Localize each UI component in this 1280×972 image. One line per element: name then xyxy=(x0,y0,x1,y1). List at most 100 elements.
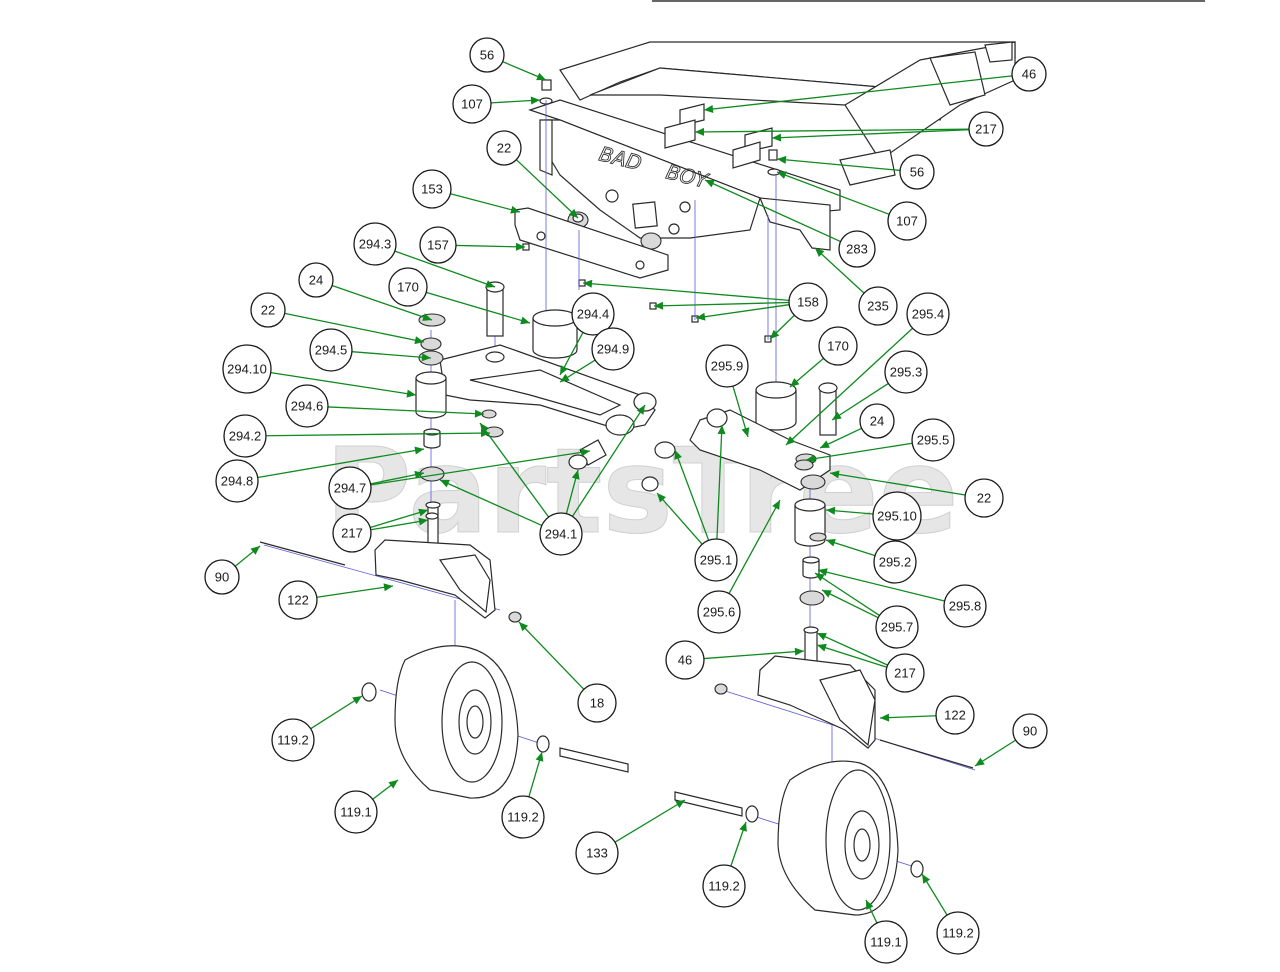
callout-circle xyxy=(388,267,428,307)
callout-circle xyxy=(452,84,492,124)
leader-line xyxy=(716,424,723,540)
callout-label: 170 xyxy=(397,280,419,295)
callout-294-6: 294.6 xyxy=(285,384,329,428)
callout-circle xyxy=(936,911,980,955)
leader-arrowhead xyxy=(510,205,520,214)
leader-arrowhead xyxy=(250,546,260,555)
leader-line xyxy=(771,129,970,139)
leader-arrowhead xyxy=(822,590,832,598)
leader-line xyxy=(816,644,888,668)
leader-arrowhead xyxy=(777,171,787,179)
leader-line xyxy=(515,159,579,219)
leader-line xyxy=(816,632,888,666)
leader-arrowhead xyxy=(560,365,568,375)
callout-circle xyxy=(309,328,353,372)
leader-arrowhead xyxy=(440,480,450,488)
leader-arrowhead xyxy=(480,423,489,433)
leader-arrowhead xyxy=(654,301,664,310)
leader-line xyxy=(316,585,394,598)
leader-arrowhead xyxy=(818,568,828,577)
leader-lines xyxy=(234,61,1017,924)
callout-circle xyxy=(204,559,240,595)
callout-294-1: 294.1 xyxy=(539,512,583,556)
leader-arrowhead xyxy=(414,446,424,455)
leader-line xyxy=(582,282,790,302)
leader-line xyxy=(327,406,485,415)
callout-circle xyxy=(964,478,1004,518)
leader-arrowhead xyxy=(739,822,747,832)
leader-arrowhead xyxy=(474,409,484,418)
callout-119-2: 119.2 xyxy=(501,795,545,839)
callout-22: 22 xyxy=(964,478,1004,518)
leader-arrowhead xyxy=(636,405,645,415)
callout-295-8: 295.8 xyxy=(943,584,987,628)
callout-label: 295.1 xyxy=(700,553,733,568)
leader-line xyxy=(656,492,703,545)
callout-circle xyxy=(884,350,928,394)
leader-line xyxy=(270,372,417,396)
leader-arrowhead xyxy=(922,874,931,884)
callout-294-9: 294.9 xyxy=(591,327,635,371)
callout-295-4: 295.4 xyxy=(906,292,950,336)
callout-circle xyxy=(539,512,583,556)
callout-circle xyxy=(859,403,895,439)
callout-label: 90 xyxy=(1023,724,1037,739)
leader-line xyxy=(817,569,945,602)
leader-arrowhead xyxy=(520,316,530,325)
leader-arrowhead xyxy=(806,454,816,463)
callout-170: 170 xyxy=(818,326,858,366)
callout-label: 24 xyxy=(870,414,884,429)
callout-label: 157 xyxy=(427,238,449,253)
callout-circle xyxy=(911,418,955,462)
callout-56: 56 xyxy=(899,154,935,190)
callout-label: 90 xyxy=(215,570,229,585)
callout-283: 283 xyxy=(838,230,876,268)
callout-label: 295.2 xyxy=(879,555,912,570)
leader-line xyxy=(426,291,531,324)
leader-line xyxy=(479,422,550,518)
leader-arrowhead xyxy=(772,500,780,510)
leader-line xyxy=(310,695,363,730)
callout-295-10: 295.10 xyxy=(872,491,922,541)
callout-158: 158 xyxy=(788,282,828,322)
callout-circle xyxy=(271,718,315,762)
leader-line xyxy=(614,799,686,843)
callout-circle xyxy=(887,201,927,241)
callout-label: 119.2 xyxy=(277,733,309,748)
callout-label: 295.9 xyxy=(711,359,744,374)
callout-46: 46 xyxy=(1011,56,1047,92)
callout-295-2: 295.2 xyxy=(873,540,917,584)
right-caster-fork xyxy=(714,655,974,769)
callout-label: 22 xyxy=(261,303,275,318)
callout-295-9: 295.9 xyxy=(705,344,749,388)
leader-arrowhead xyxy=(770,329,780,339)
leader-line xyxy=(370,450,591,486)
callout-294-8: 294.8 xyxy=(215,459,259,503)
leader-line xyxy=(351,351,432,359)
callout-label: 294.7 xyxy=(334,481,367,496)
callout-circle xyxy=(250,292,286,328)
leader-arrowhead xyxy=(560,373,570,382)
leader-arrowhead xyxy=(485,280,495,288)
callout-circle xyxy=(697,590,741,634)
leader-arrowhead xyxy=(414,336,424,345)
callout-label: 294.8 xyxy=(221,474,254,489)
callout-circle xyxy=(334,790,378,834)
callout-circle xyxy=(419,226,457,264)
callout-119-2: 119.2 xyxy=(936,911,980,955)
callout-label: 119.2 xyxy=(708,879,740,894)
callout-label: 294.3 xyxy=(359,237,392,252)
callout-label: 295.6 xyxy=(703,605,736,620)
leader-arrowhead xyxy=(580,448,590,457)
leader-arrowhead xyxy=(866,900,874,910)
callout-circle xyxy=(968,111,1004,147)
leader-line xyxy=(518,621,585,690)
callout-label: 107 xyxy=(461,97,483,112)
callout-217: 217 xyxy=(885,653,925,693)
callout-294-5: 294.5 xyxy=(309,328,353,372)
callout-label: 295.8 xyxy=(949,599,982,614)
callout-label: 295.10 xyxy=(877,509,917,524)
leader-arrowhead xyxy=(820,440,830,448)
leader-arrowhead xyxy=(519,622,529,632)
